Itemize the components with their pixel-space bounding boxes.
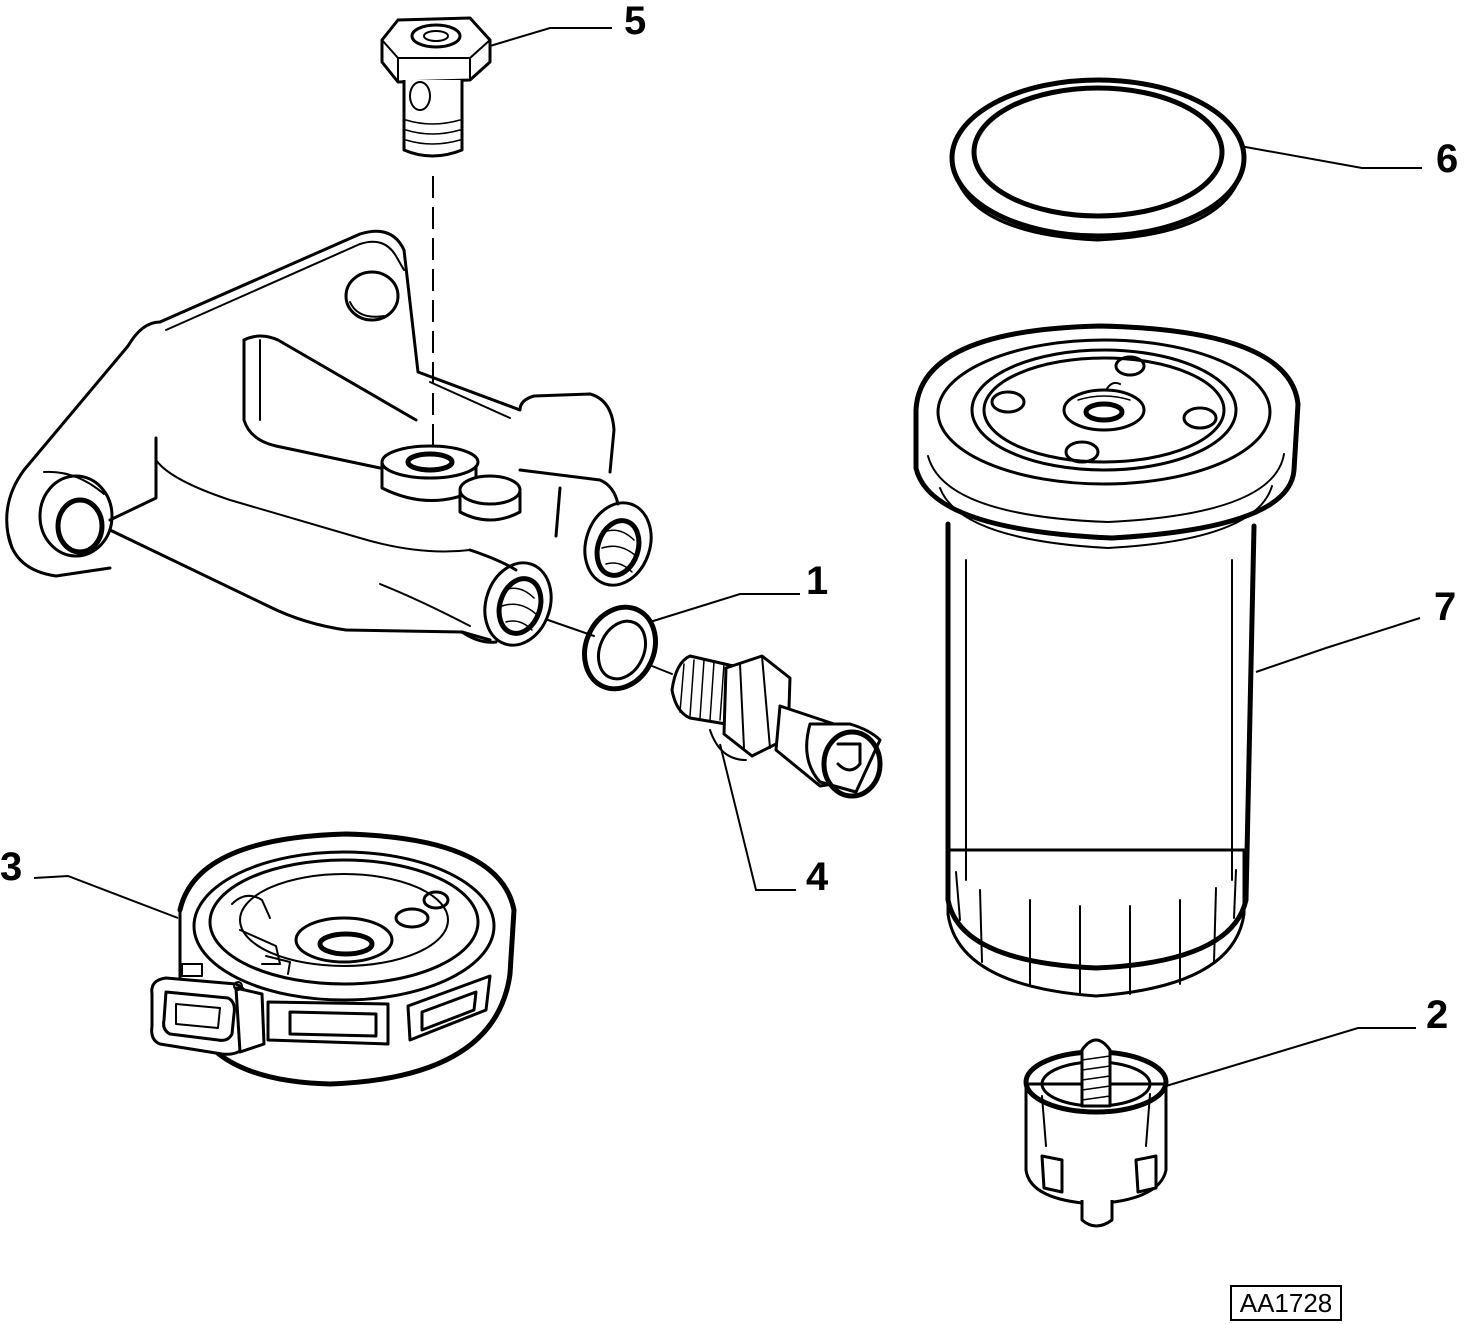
reference-code: AA1728 [1240,1288,1333,1318]
part-6-o-ring [949,77,1247,242]
leader-6 [1239,145,1422,169]
leader-lines [33,27,1422,1087]
reference-code-box: AA1728 [1230,1285,1342,1321]
part-5-banjo-bolt [380,16,492,158]
callout-5: 5 [624,0,646,43]
leader-1 [649,593,800,623]
leader-2 [1165,1027,1416,1087]
part-7-filter-cartridge [913,323,1301,998]
callout-4: 4 [806,855,829,899]
callout-6: 6 [1436,137,1458,181]
leader-4 [719,743,796,891]
callout-2: 2 [1426,993,1448,1037]
callout-7: 7 [1434,585,1456,629]
part-1-sealing-washer [547,604,673,692]
callout-3: 3 [0,845,22,889]
leader-3 [33,874,179,919]
leader-5 [489,27,612,47]
callout-1: 1 [806,559,828,603]
part-4-sensor [670,654,883,799]
filter-head-bracket [5,229,653,647]
leader-7 [1255,617,1421,673]
part-3-filter-base [150,831,517,1087]
part-2-drain-plug [1023,1038,1169,1228]
